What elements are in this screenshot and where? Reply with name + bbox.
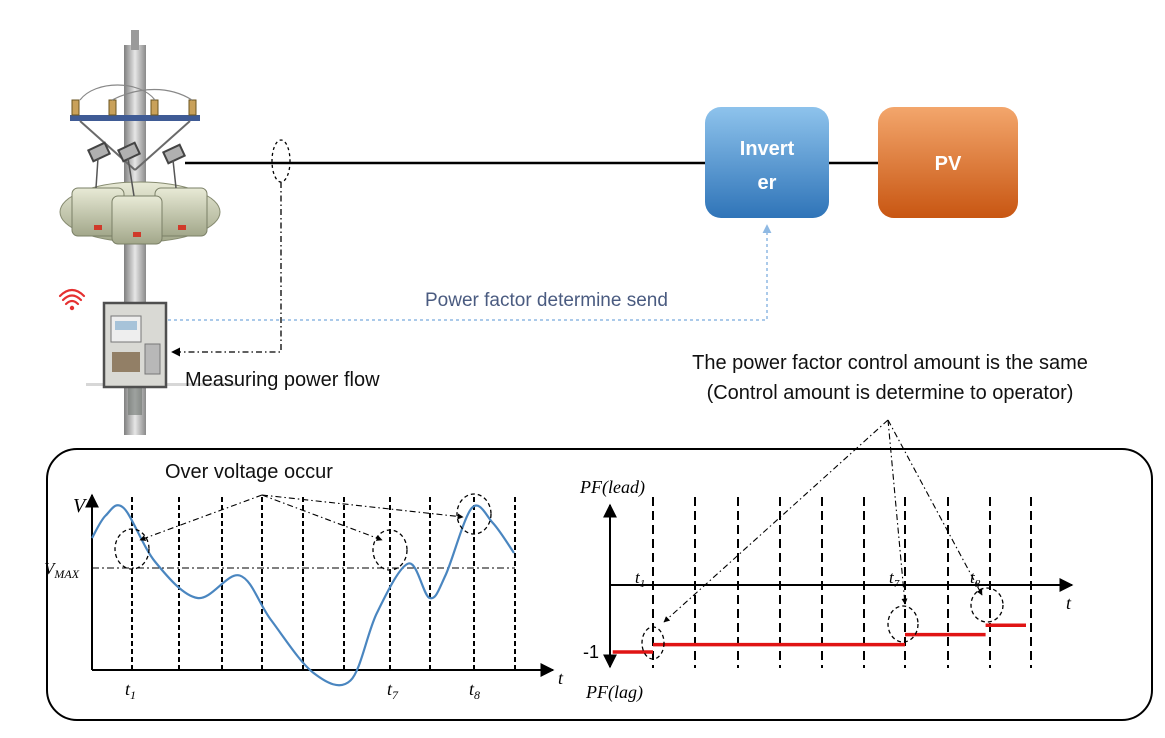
comm-label: Power factor determine send [425,290,668,311]
overvoltage-annotation: Over voltage occur [165,461,333,483]
voltage-y-label: V [73,495,88,517]
vmax-label: VMAX [44,559,80,581]
pf-minus-one: -1 [583,642,599,662]
pf-circle-t8 [970,587,1004,623]
voltage-chart: Over voltage occur V VMAX t t1 t7 t8 [44,461,564,702]
transformer-bank [59,181,221,245]
voltage-tick-t8: t8 [469,679,480,702]
note-arrow-t1 [663,419,889,623]
pf-lead-label: PF(lead) [579,477,645,498]
pf-step-series [612,623,1026,654]
annot-arrow-t7 [261,494,383,541]
measure-label: Measuring power flow [185,369,380,391]
pv-box: PV [878,107,1018,218]
bottom-panel-frame [46,448,1153,721]
measurement-point-circle [271,139,291,183]
inverter-label-line1: Invert [740,138,795,160]
note-line1: The power factor control amount is the s… [692,352,1088,374]
pf-tick-t8: t8 [970,568,981,590]
voltage-tick-t7: t7 [387,679,399,702]
measurement-arrow [171,182,282,357]
voltage-grid [131,497,516,670]
overvoltage-circle-t1 [114,528,150,570]
inverter-label-line2: er [758,172,777,194]
pv-label: PV [935,153,962,175]
pf-circle-t7 [887,605,919,643]
wifi-icon [58,288,86,311]
annot-arrow-t1 [139,494,263,541]
overvoltage-circle-t7 [372,529,408,571]
pf-circle-t1 [641,626,665,660]
power-factor-chart: PF(lead) PF(lag) -1 t t1 t7 t8 [579,419,1074,703]
pf-tick-t1: t1 [635,568,645,590]
note-arrow-t8 [887,419,983,596]
meter-cabinet-icon [102,301,168,389]
note-arrow-t7 [887,419,908,605]
pf-lag-label: PF(lag) [585,682,643,703]
inverter-box: Invert er [705,107,829,218]
pf-x-label: t [1066,593,1072,613]
note-line2: (Control amount is determine to operator… [707,382,1074,404]
pf-tick-t7: t7 [889,568,900,590]
communication-line [168,224,772,321]
voltage-x-label: t [558,668,564,688]
voltage-tick-t1: t1 [125,679,136,702]
overvoltage-circle-t8 [456,493,492,535]
pf-grid [652,497,1032,668]
